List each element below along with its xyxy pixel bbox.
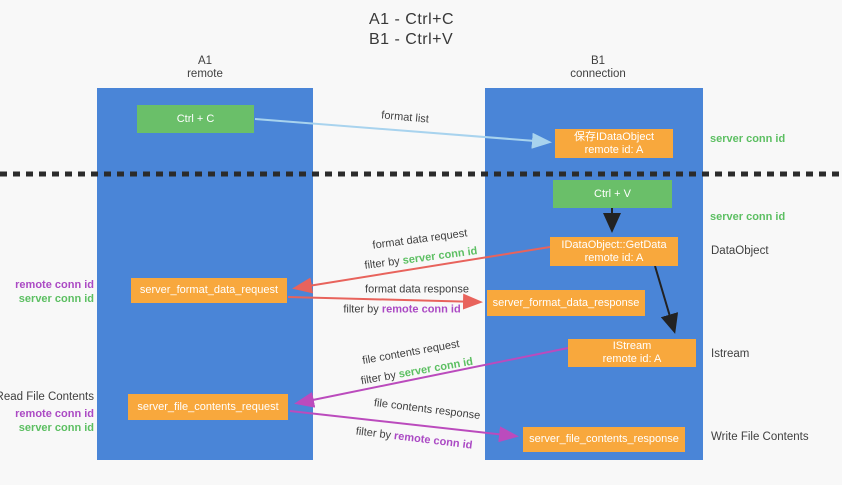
lane-b1-role: connection	[570, 68, 626, 80]
label-group-conn-ids-top: remote conn id server conn id	[0, 278, 94, 306]
title-line-1: A1 - Ctrl+C	[369, 11, 455, 28]
filter-by-text: filter by	[343, 303, 382, 316]
node-server-file-contents-response: server_file_contents_response	[523, 427, 685, 452]
label-server-conn-id-top: server conn id	[710, 133, 786, 145]
node-istream: IStream remote id: A	[568, 339, 696, 367]
label-write-file-contents: Write File Contents	[711, 431, 809, 443]
label-remote-conn-id: remote conn id	[15, 408, 94, 420]
node-save-idataobject-remote-id: remote id: A	[584, 143, 644, 156]
label-server-conn-id-mid: server conn id	[710, 211, 786, 223]
edge-filter-file-contents-response: filter by remote conn id	[355, 425, 473, 452]
label-remote-conn-id: remote conn id	[15, 279, 94, 291]
edge-filter-format-data-response: filter by remote conn id	[343, 304, 460, 317]
lane-a1-name: A1	[197, 55, 213, 67]
label-server-conn-id: server conn id	[18, 293, 94, 305]
label-dataobject: DataObject	[711, 245, 769, 257]
filter-by-text: filter by	[355, 425, 395, 443]
lane-a1-role: remote	[187, 68, 223, 80]
node-idataobject-getdata: IDataObject::GetData remote id: A	[550, 237, 678, 266]
edge-label-format-list: format list	[380, 109, 430, 126]
format-data-response-arrow	[287, 293, 483, 310]
lane-b1-name: B1	[590, 55, 606, 67]
label-read-file-contents: Read File Contents	[0, 391, 94, 403]
node-server-format-data-request: server_format_data_request	[131, 278, 287, 303]
lane-header-a1: A1 remote	[150, 55, 260, 81]
lane-header-b1: B1 connection	[543, 55, 653, 81]
remote-conn-id-key: remote conn id	[381, 303, 461, 316]
title-line-2: B1 - Ctrl+V	[369, 31, 454, 48]
node-ctrl-c-label: Ctrl + C	[176, 112, 215, 125]
node-getdata-title: IDataObject::GetData	[561, 238, 667, 251]
node-ctrl-v-label: Ctrl + V	[594, 187, 631, 200]
node-server-format-data-response: server_format_data_response	[487, 290, 645, 316]
node-istream-remote-id: remote id: A	[602, 353, 662, 365]
node-file-response-label: server_file_contents_response	[529, 433, 679, 445]
edge-label-format-data-response: format data response	[365, 283, 469, 296]
filter-by-text: filter by	[359, 368, 400, 388]
node-getdata-remote-id: remote id: A	[584, 251, 644, 264]
node-save-idataobject-title: 保存IDataObject	[573, 130, 655, 143]
node-save-idataobject: 保存IDataObject remote id: A	[555, 129, 673, 158]
filter-by-text: filter by	[363, 254, 404, 272]
remote-conn-id-key: remote conn id	[393, 430, 474, 452]
node-ctrl-v: Ctrl + V	[553, 180, 672, 208]
edge-label-file-contents-response: file contents response	[373, 397, 481, 422]
node-istream-title: IStream	[612, 340, 652, 352]
label-istream: Istream	[711, 348, 750, 360]
node-ctrl-c: Ctrl + C	[137, 105, 254, 133]
node-file-request-label: server_file_contents_request	[137, 400, 279, 413]
label-server-conn-id: server conn id	[18, 422, 94, 434]
node-format-request-label: server_format_data_request	[139, 284, 279, 296]
label-group-conn-ids-bottom: remote conn id server conn id	[0, 407, 94, 435]
node-server-file-contents-request: server_file_contents_request	[128, 394, 288, 420]
server-conn-id-key: server conn id	[401, 245, 479, 267]
page-title: A1 - Ctrl+C B1 - Ctrl+V	[369, 10, 454, 50]
node-format-response-label: server_format_data_response	[492, 296, 640, 309]
